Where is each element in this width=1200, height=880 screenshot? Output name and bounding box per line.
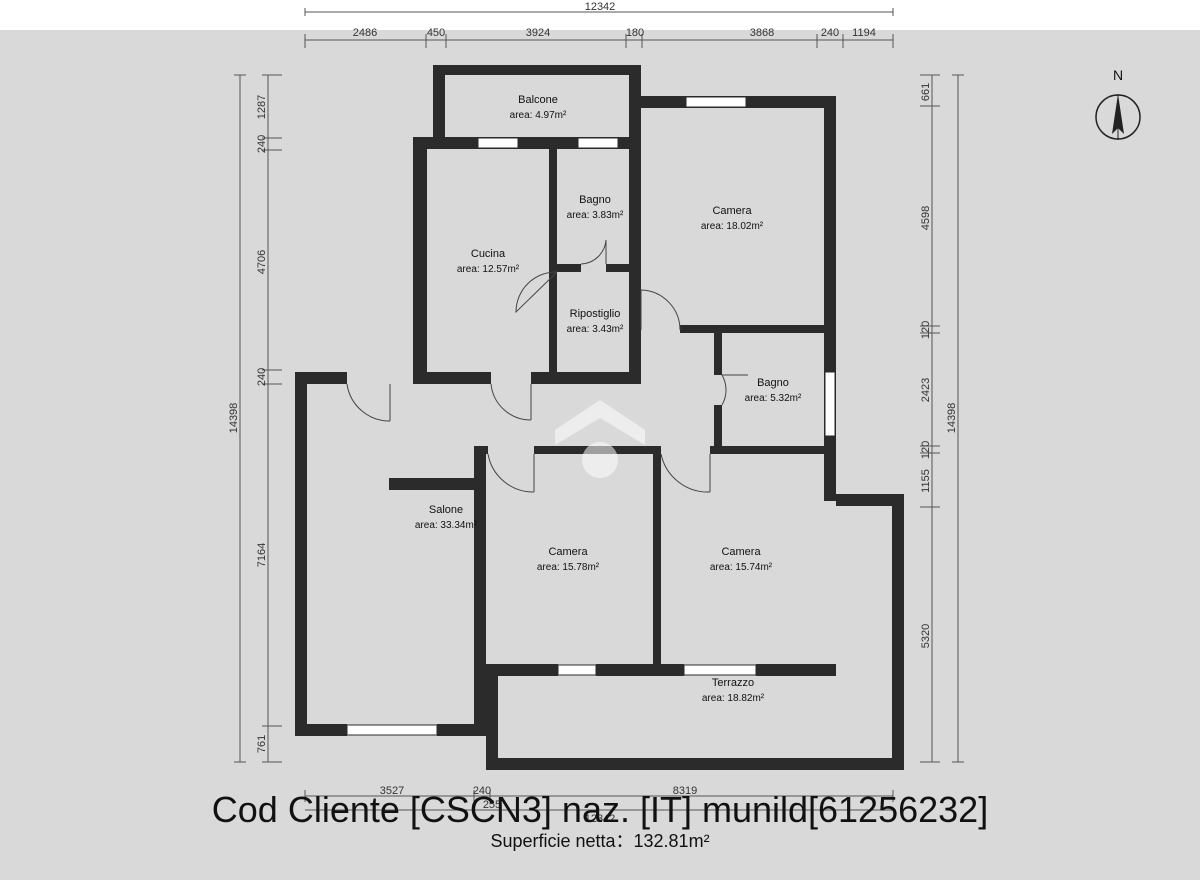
room-terrazzo-name: Terrazzo: [712, 677, 754, 689]
watermark-logo: [555, 400, 645, 478]
room-cucina-area: area: 12.57m²: [457, 264, 520, 275]
left-seg-6: 761: [256, 735, 268, 753]
left-dimensions: [234, 74, 282, 763]
right-seg-5: 120: [920, 441, 932, 459]
right-seg-4: 2423: [920, 378, 932, 402]
top-seg-6: 240: [821, 27, 839, 39]
left-seg-5: 7164: [256, 543, 268, 567]
top-seg-2: 450: [427, 27, 445, 39]
top-seg-1: 2486: [353, 27, 377, 39]
room-camera2-name: Camera: [548, 546, 588, 558]
left-seg-1: 1287: [256, 95, 268, 119]
right-seg-6: 1155: [920, 469, 932, 493]
room-ripostiglio-name: Ripostiglio: [570, 308, 621, 320]
top-seg-3: 3924: [526, 27, 550, 39]
bottom-overlap-b: 12342: [585, 813, 616, 825]
compass-icon: N: [1095, 67, 1141, 140]
left-total: 14398: [228, 403, 240, 434]
left-seg-3: 4706: [256, 250, 268, 274]
room-salone-name: Salone: [429, 504, 463, 516]
bottom-seg-1: 3527: [380, 785, 404, 797]
left-seg-2: 240: [256, 135, 268, 153]
right-total: 14398: [946, 403, 958, 434]
room-ripostiglio-area: area: 3.43m²: [567, 324, 624, 335]
room-bagno1-name: Bagno: [579, 194, 611, 206]
bottom-overlap-a: 255: [483, 799, 501, 811]
net-surface-label: Superficie netta：132.81m²: [490, 831, 709, 851]
room-camera1-name: Camera: [712, 205, 752, 217]
room-camera3-name: Camera: [721, 546, 761, 558]
room-bagno2-name: Bagno: [757, 377, 789, 389]
room-salone-area: area: 33.34m²: [415, 520, 478, 531]
room-balcone-area: area: 4.97m²: [510, 110, 567, 121]
client-code-title: Cod Cliente [CSCN3] naz. [IT] munild[612…: [212, 789, 988, 830]
room-camera1-area: area: 18.02m²: [701, 221, 764, 232]
room-balcone-name: Balcone: [518, 94, 558, 106]
bottom-seg-3: 8319: [673, 785, 697, 797]
right-seg-2: 4598: [920, 206, 932, 230]
bottom-seg-2: 240: [473, 785, 491, 797]
room-bagno1-area: area: 3.83m²: [567, 210, 624, 221]
top-seg-7: 1194: [852, 27, 876, 39]
compass-north-label: N: [1113, 67, 1123, 83]
right-seg-7: 5320: [920, 624, 932, 648]
room-bagno2-area: area: 5.32m²: [745, 393, 802, 404]
windows: [346, 96, 836, 736]
top-dimensions: [304, 8, 894, 48]
top-seg-4: 180: [626, 27, 644, 39]
room-cucina-name: Cucina: [471, 248, 506, 260]
room-camera3-area: area: 15.74m²: [710, 562, 773, 573]
room-terrazzo-area: area: 18.82m²: [702, 693, 765, 704]
top-seg-5: 3868: [750, 27, 774, 39]
room-camera2-area: area: 15.78m²: [537, 562, 600, 573]
total-width-label: 12342: [585, 1, 616, 13]
right-seg-3: 120: [920, 321, 932, 339]
right-dimensions: [920, 74, 964, 763]
doors: [346, 239, 748, 493]
left-seg-4: 240: [256, 368, 268, 386]
right-seg-1: 661: [920, 83, 932, 101]
top-margin: [0, 0, 1200, 30]
walls: [295, 65, 904, 770]
bottom-dimensions: [304, 790, 894, 811]
